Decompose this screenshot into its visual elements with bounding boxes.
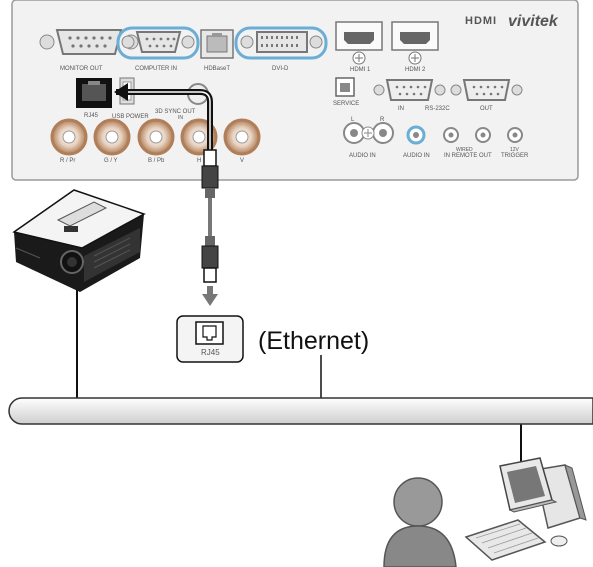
usb-power-label: USB POWER — [112, 114, 149, 120]
bnc-label-g: G / Y — [104, 158, 118, 164]
hdmi2-label: HDMI 2 — [405, 67, 426, 73]
left-arrow-icon — [114, 83, 128, 101]
bnc-connectors — [50, 118, 261, 156]
trigger-top-label: 12V — [510, 147, 520, 153]
rj45-wall-jack — [176, 315, 244, 363]
projector-icon — [12, 189, 146, 292]
audio-in2-jack — [406, 125, 426, 145]
hdmi1-label: HDMI 1 — [350, 67, 371, 73]
user-icon — [383, 477, 457, 567]
hdbaset-label: HDBaseT — [204, 66, 230, 72]
ethernet-bus — [8, 278, 593, 470]
rs232-in-label: IN — [398, 106, 404, 112]
audio-lr-jacks — [343, 122, 394, 144]
computer-in-port — [116, 26, 200, 60]
down-arrow-icon — [202, 294, 218, 306]
rs232-out-label: OUT — [480, 106, 493, 112]
bnc-label-h: H — [197, 158, 201, 164]
ethernet-label: (Ethernet) — [258, 327, 369, 355]
panel-ethernet-cable — [114, 83, 219, 306]
wired-remote-label: IN REMOTE OUT — [444, 153, 492, 159]
bnc-label-v: V — [240, 158, 244, 164]
rj45-jack-label: RJ45 — [201, 348, 220, 357]
service-label: SERVICE — [333, 101, 359, 107]
wired-remote-top: WIRED — [456, 147, 473, 153]
monitor-out-port — [39, 29, 139, 55]
wired-remote-jacks — [443, 127, 491, 143]
hdmi-brand: HDMI — [465, 15, 497, 27]
projector-rear-panel: HDMI vivitek MONITOR OUT COMPUTER IN — [11, 0, 579, 181]
sync-label: 3D SYNC OUT — [155, 109, 196, 115]
trigger-jack — [507, 127, 523, 143]
audio-in1-label: AUDIO IN — [349, 153, 376, 159]
monitor-out-label: MONITOR OUT — [60, 66, 103, 72]
rs232-label: RS-232C — [425, 106, 450, 112]
dvi-label: DVI-D — [272, 66, 289, 72]
rj45-panel-label: RJ45 — [84, 113, 99, 119]
bnc-label-b: B / Pb — [148, 158, 165, 164]
computer-in-label: COMPUTER IN — [135, 66, 177, 72]
computer-icon — [464, 457, 587, 561]
trigger-label: TRIGGER — [501, 153, 529, 159]
hdbaset-port — [200, 29, 234, 59]
rj45-panel-port — [76, 78, 112, 108]
rs232-ports — [373, 79, 523, 101]
sync-sub-label: IN — [178, 115, 183, 121]
service-port — [335, 77, 355, 97]
vivitek-brand: vivitek — [508, 13, 559, 30]
bnc-label-r: R / Pr — [60, 158, 75, 164]
audio-in2-label: AUDIO IN — [403, 153, 430, 159]
dvi-port — [234, 26, 328, 60]
audio-r-label: R — [380, 117, 385, 123]
hdmi-ports — [335, 21, 439, 65]
audio-l-label: L — [351, 117, 355, 123]
